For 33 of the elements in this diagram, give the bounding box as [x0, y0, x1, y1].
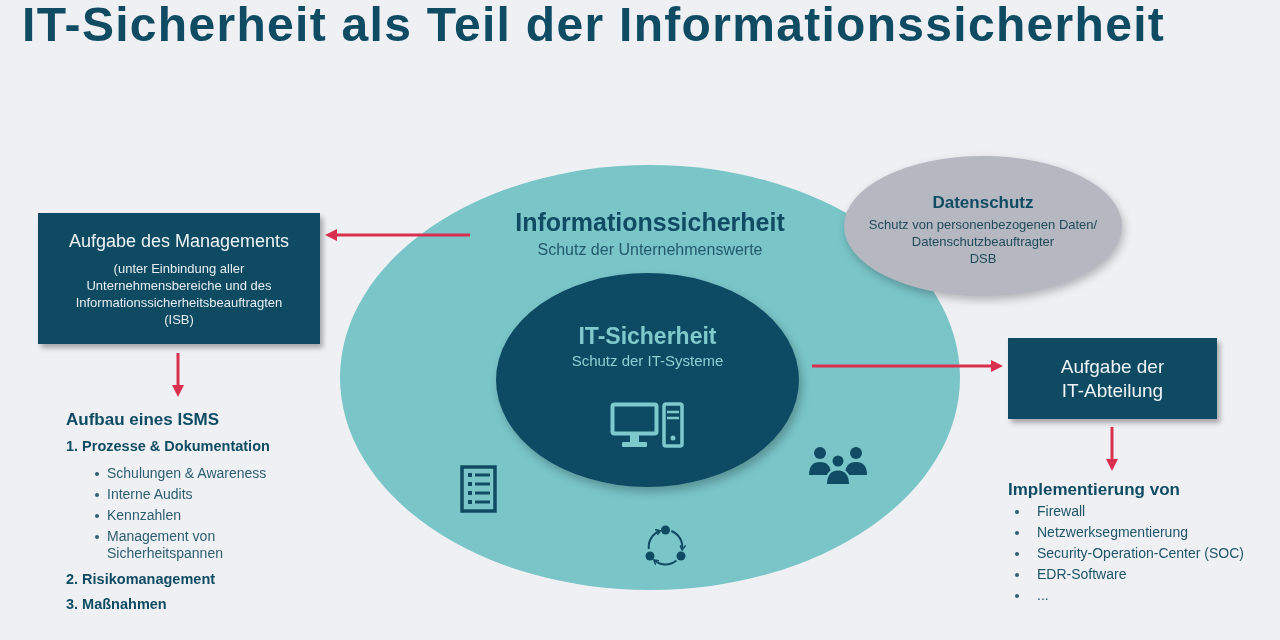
- numbered-item: 1. Prozesse & Dokumentation: [66, 437, 270, 456]
- numbered-item: 3. Maßnahmen: [66, 595, 167, 614]
- arrow: [325, 229, 470, 241]
- ellipse-text: Schutz von personenbezogenen Daten/ Datenschutzbeauftragter: [867, 216, 1099, 250]
- page-title: IT-Sicherheit als Teil der Informationssicherheit: [22, 0, 1166, 53]
- inner-ellipse: [495, 272, 800, 488]
- box-heading: Aufgabe des Managements: [68, 230, 290, 253]
- list-heading: Implementierung von: [1008, 479, 1180, 501]
- bullet-item: Interne Audits: [107, 486, 193, 503]
- arrow: [172, 353, 184, 397]
- numbered-item: 2. Risikomanagement: [66, 570, 216, 589]
- arrow: [812, 360, 1003, 372]
- bullet-item: Kennzahlen: [107, 507, 181, 524]
- bullet-item: Netzwerksegmentierung: [1037, 523, 1188, 542]
- ellipse-subtitle: Schutz der IT-Systeme: [571, 351, 724, 371]
- overlapping-ellipse: [843, 155, 1123, 297]
- task-box: [38, 213, 320, 344]
- ellipse-heading: IT-Sicherheit: [578, 322, 717, 350]
- ellipse-heading: Datenschutz: [932, 192, 1034, 214]
- list-heading: Aufbau eines ISMS: [66, 409, 220, 431]
- bullet-item: Management von Sicherheitspannen: [107, 528, 224, 562]
- ellipse-subtitle: Schutz der Unternehmenswerte: [537, 240, 763, 260]
- bullet-item: Schulungen & Awareness: [107, 465, 267, 482]
- box-text: (unter Einbindung aller Unternehmensbereiche und des Informationssicherheitsbeauftragten (ISB): [74, 260, 284, 328]
- bullet-item: Firewall: [1037, 502, 1086, 521]
- arrow: [1106, 427, 1118, 471]
- bullet-item: Security-Operation-Center (SOC): [1037, 544, 1244, 563]
- ellipse-text: DSB: [969, 250, 997, 267]
- bullet-item: ...: [1037, 586, 1049, 605]
- ellipse-heading: Informationssicherheit: [515, 207, 785, 237]
- bullet-item: EDR-Software: [1037, 565, 1127, 584]
- task-box: [1008, 338, 1217, 419]
- box-heading: Aufgabe der IT-Abteilung: [1059, 354, 1166, 403]
